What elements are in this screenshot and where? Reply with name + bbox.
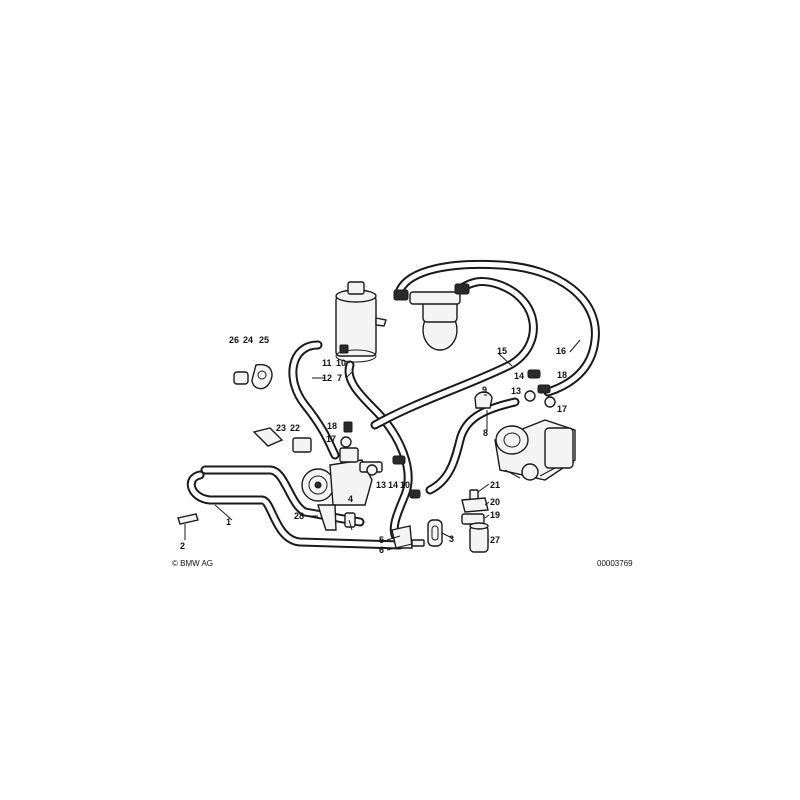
- steering-pump: [301, 447, 383, 506]
- callout-13a: 13: [376, 480, 386, 490]
- callout-17a: 17: [326, 434, 336, 444]
- callout-28: 28: [294, 511, 304, 521]
- leader-lines: [184, 339, 581, 551]
- callout-10b: 10: [400, 480, 410, 490]
- callout-5: 5: [379, 535, 384, 545]
- small-parts: [177, 344, 556, 553]
- copyright-text: © BMW AG: [172, 559, 213, 568]
- callout-26: 26: [229, 335, 239, 345]
- callout-25: 25: [259, 335, 269, 345]
- drawing-number: 00003769: [597, 559, 633, 568]
- callout-18a: 18: [327, 421, 337, 431]
- callout-labels: 1 2 3 4 5 6 7 8 9 10 10 11 12 13 13 14 1…: [180, 335, 567, 555]
- callout-9: 9: [482, 385, 487, 395]
- callout-14b: 14: [514, 371, 524, 381]
- pressure-accumulator: [393, 283, 470, 351]
- callout-20: 20: [490, 497, 500, 507]
- callout-3: 3: [449, 534, 454, 544]
- callout-12: 12: [322, 373, 332, 383]
- callout-17b: 17: [557, 404, 567, 414]
- callout-15: 15: [497, 346, 507, 356]
- callout-24: 24: [243, 335, 253, 345]
- callout-14a: 14: [388, 480, 398, 490]
- callout-4: 4: [348, 494, 353, 504]
- callout-27: 27: [490, 535, 500, 545]
- callout-8: 8: [483, 428, 488, 438]
- steering-gear: [494, 419, 576, 481]
- callout-22: 22: [290, 423, 300, 433]
- callout-19: 19: [490, 510, 500, 520]
- callout-21: 21: [490, 480, 500, 490]
- callout-18b: 18: [557, 370, 567, 380]
- callout-11: 11: [322, 358, 332, 368]
- callout-13b: 13: [511, 386, 521, 396]
- callout-1: 1: [226, 517, 231, 527]
- hose-lines: [186, 259, 600, 550]
- reservoir: [335, 281, 387, 363]
- callout-23: 23: [276, 423, 286, 433]
- callout-6: 6: [379, 545, 384, 555]
- callout-7: 7: [337, 373, 342, 383]
- callout-2: 2: [180, 541, 185, 551]
- callout-16: 16: [556, 346, 566, 356]
- callout-10a: 10: [336, 358, 346, 368]
